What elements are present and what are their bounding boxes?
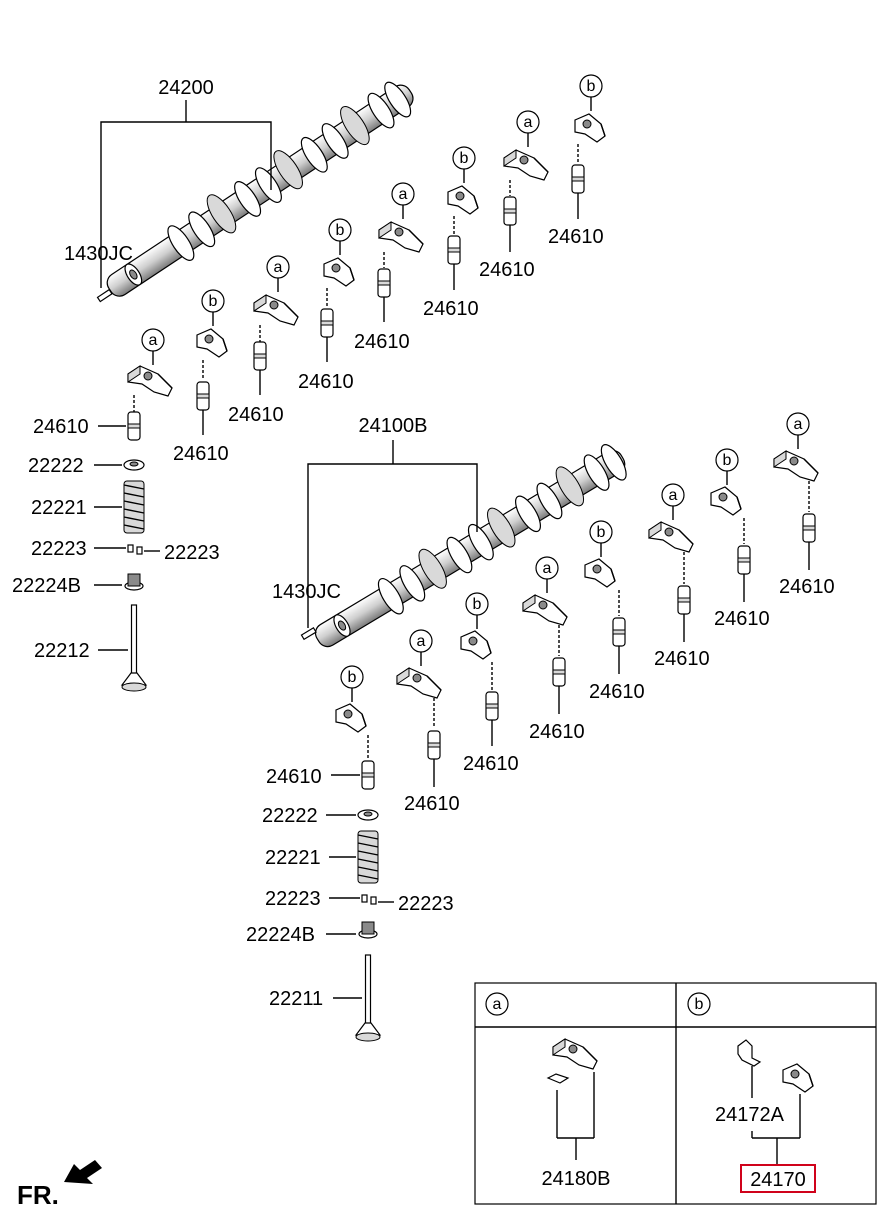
label-pin-lower: 1430JC <box>272 581 341 603</box>
label-lifter: 24610 <box>654 648 710 670</box>
marker-b-text: b <box>723 452 732 469</box>
legend-marker-b-text: b <box>695 996 704 1013</box>
marker-b-text: b <box>336 222 345 239</box>
marker-a-text: a <box>274 259 283 276</box>
label-seal: 22224B <box>12 575 81 597</box>
label-camshaft-upper: 24200 <box>158 77 214 99</box>
front-arrow-icon <box>64 1160 102 1184</box>
label-lifter: 24610 <box>423 298 479 320</box>
label-lifter: 24610 <box>404 793 460 815</box>
upper-valvetrain: a 24610 b 24610 a 24610 b 24610 <box>33 74 606 465</box>
marker-b-text: b <box>597 524 606 541</box>
label-seal: 22224B <box>246 924 315 946</box>
marker-a-text: a <box>669 487 678 504</box>
marker-a-text: a <box>399 186 408 203</box>
label-lifter: 24610 <box>33 416 89 438</box>
marker-a-text: a <box>149 332 158 349</box>
label-cotter: 22223 <box>31 538 87 560</box>
label-front: FR. <box>17 1180 59 1210</box>
marker-a-text: a <box>417 633 426 650</box>
rocker-arm-b <box>782 1063 814 1093</box>
label-valve-exhaust: 22212 <box>34 640 90 662</box>
rocker-arm-a <box>552 1038 598 1070</box>
label-clip: 24172A <box>715 1104 785 1126</box>
label-cotter: 22223 <box>265 888 321 910</box>
label-lifter: 24610 <box>479 259 535 281</box>
front-indicator: FR. <box>17 1160 102 1210</box>
lower-valvetrain: b 24610 a 24610 b 24610 a 24610 <box>266 412 835 815</box>
label-spring: 22221 <box>265 847 321 869</box>
label-camshaft-lower: 24100B <box>359 415 428 437</box>
camshaft-lower <box>300 444 627 648</box>
label-lifter: 24610 <box>529 721 585 743</box>
label-valve-intake: 22211 <box>269 988 323 1010</box>
label-lifter: 24610 <box>589 681 645 703</box>
marker-b-text: b <box>348 669 357 686</box>
marker-b-text: b <box>587 78 596 95</box>
label-pin-upper: 1430JC <box>64 243 133 265</box>
label-retainer: 22222 <box>262 805 318 827</box>
label-cotter: 22223 <box>398 893 454 915</box>
marker-b-text: b <box>460 150 469 167</box>
label-cotter: 22223 <box>164 542 220 564</box>
marker-a-text: a <box>794 416 803 433</box>
label-lifter: 24610 <box>463 753 519 775</box>
lower-valve-stack: 22222 22221 22223 22223 22224B 22211 <box>246 805 454 1042</box>
label-lifter: 24610 <box>779 576 835 598</box>
legend-table: a b 24180B 24172A 24170 <box>474 982 877 1205</box>
label-arm-assy-a: 24180B <box>542 1168 611 1190</box>
left-valve-stack: 22222 22221 22223 22223 22224B 22212 <box>12 455 220 692</box>
label-lifter: 24610 <box>266 766 322 788</box>
label-lifter: 24610 <box>548 226 604 248</box>
legend-marker-a <box>485 992 509 1016</box>
legend-marker-a-text: a <box>493 996 502 1013</box>
pad-insert <box>546 1073 570 1084</box>
marker-b-text: b <box>209 293 218 310</box>
label-lifter: 24610 <box>173 443 229 465</box>
clip-part <box>737 1039 762 1067</box>
marker-a-text: a <box>543 560 552 577</box>
label-lifter: 24610 <box>298 371 354 393</box>
marker-a-text: a <box>524 114 533 131</box>
label-lifter: 24610 <box>354 331 410 353</box>
legend-marker-b <box>687 992 711 1016</box>
highlight-box <box>740 1164 816 1193</box>
label-lifter: 24610 <box>714 608 770 630</box>
marker-b-text: b <box>473 596 482 613</box>
label-arm-assy-b: 24170 <box>750 1169 806 1191</box>
label-spring: 22221 <box>31 497 87 519</box>
label-lifter: 24610 <box>228 404 284 426</box>
label-retainer: 22222 <box>28 455 84 477</box>
camshaft-upper <box>96 81 414 303</box>
